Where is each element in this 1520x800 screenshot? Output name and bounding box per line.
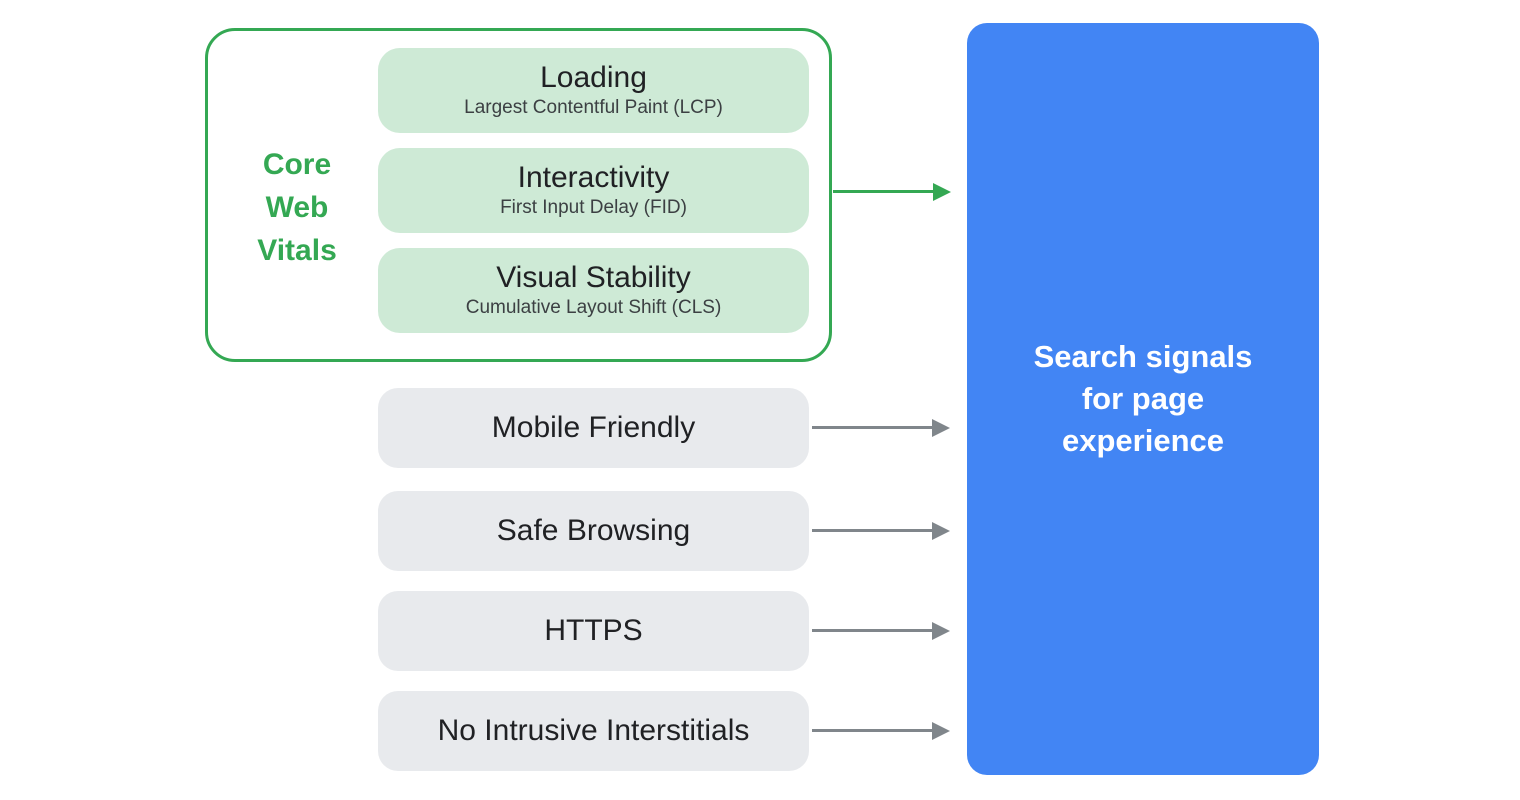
- cwv-item-interactivity: Interactivity First Input Delay (FID): [378, 148, 809, 233]
- signal-pill-mobile-friendly: Mobile Friendly: [378, 388, 809, 468]
- cwv-item-subtitle: First Input Delay (FID): [500, 197, 687, 218]
- signal-pill-safe-browsing: Safe Browsing: [378, 491, 809, 571]
- cwv-item-subtitle: Largest Contentful Paint (LCP): [464, 97, 723, 118]
- cwv-item-title: Visual Stability: [496, 261, 691, 294]
- cwv-item-title: Loading: [540, 61, 647, 94]
- cwv-item-visual-stability: Visual Stability Cumulative Layout Shift…: [378, 248, 809, 333]
- search-signals-panel: Search signals for page experience: [967, 23, 1319, 775]
- cwv-item-subtitle: Cumulative Layout Shift (CLS): [465, 297, 722, 318]
- signal-pill-no-intrusive-interstitials: No Intrusive Interstitials: [378, 691, 809, 771]
- signal-label: No Intrusive Interstitials: [437, 714, 750, 747]
- cwv-item-title: Interactivity: [517, 161, 670, 194]
- gray-arrow-icon: [812, 529, 932, 532]
- signal-label: HTTPS: [544, 614, 643, 647]
- cwv-item-loading: Loading Largest Contentful Paint (LCP): [378, 48, 809, 133]
- signal-label: Safe Browsing: [496, 514, 691, 547]
- green-arrow-icon: [833, 190, 933, 193]
- core-web-vitals-group: Core Web Vitals Loading Largest Contentf…: [205, 28, 832, 362]
- gray-arrow-icon: [812, 426, 932, 429]
- search-signals-label: Search signals for page experience: [1033, 339, 1253, 458]
- gray-arrow-icon: [812, 729, 932, 732]
- gray-arrow-icon: [812, 629, 932, 632]
- signal-pill-https: HTTPS: [378, 591, 809, 671]
- core-web-vitals-label: Core Web Vitals: [257, 148, 337, 267]
- signal-label: Mobile Friendly: [491, 411, 696, 444]
